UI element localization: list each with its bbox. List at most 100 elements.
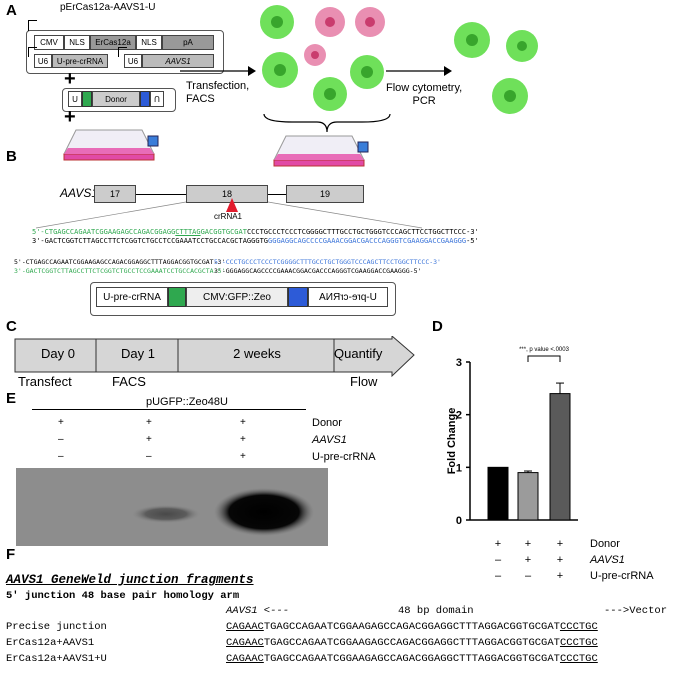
junction-row-1-label: ErCas12a+AAVS1: [6, 637, 95, 649]
arrow-flow: [386, 66, 452, 76]
y-tick-label-2: 2: [456, 410, 462, 422]
donor-u-right: U: [150, 91, 164, 107]
culture-flask-icon-2: [273, 135, 369, 167]
panel-label-c: C: [6, 318, 17, 335]
mixed-cells-icon: [260, 5, 385, 111]
cmv-box: CMV: [34, 35, 64, 50]
brace-icon: [263, 113, 391, 133]
exon-17: 17: [94, 185, 136, 203]
construct-u-right: U-pre-crRNA: [308, 287, 388, 307]
gel-row-label-2: U-pre-crRNA: [312, 451, 376, 463]
promoter-arrow-icon: [28, 20, 37, 31]
plasmid-title: pErCas12a-AAVS1-U: [60, 2, 156, 13]
gel-title: pUGFP::Zeo48U: [146, 396, 228, 408]
construct-gfp: CMV:GFP::Zeo: [186, 287, 288, 307]
timeline-below-4: Flow: [350, 374, 378, 389]
junction-row-1-seq: CAGAACTGAGCCAGAATCGGAAGAGCCAGACGGAGGCTTT…: [226, 637, 598, 649]
significance-bracket: [527, 355, 561, 362]
arrow-transfection: [180, 66, 256, 76]
construct-blue-arm: [288, 287, 308, 307]
gel-sign-r1-c1: +: [146, 434, 152, 445]
gel-sign-r0-c2: +: [240, 417, 246, 428]
u6-box-1: U6: [34, 54, 52, 68]
row-label-1: AAVS1: [589, 554, 625, 566]
junction-header-left: AAVS1 <---: [226, 605, 290, 617]
bottom-strand-seq: 3'-GACTCGGTCTTAGCCTTCTCGGTCTGCCTCCGAAATC…: [32, 237, 479, 245]
gel-sign-r2-c1: –: [146, 451, 152, 462]
construct-u-left: U-pre-crRNA: [96, 287, 168, 307]
gel-sign-r2-c0: –: [58, 451, 64, 462]
gel-row-label-1: AAVS1: [312, 434, 347, 446]
sign-r0-c2: +: [557, 538, 563, 550]
significance-label: ***, p value <.0003: [519, 347, 570, 353]
donor-outline: [62, 88, 176, 112]
donor-u-left: U: [68, 91, 82, 107]
sign-r2-c2: +: [557, 570, 563, 582]
timeline-below-2: FACS: [112, 374, 146, 389]
bar-0: [487, 466, 509, 521]
timeline-step-3: 2 weeks: [233, 346, 281, 361]
aavs1-box: AAVS1: [142, 54, 214, 68]
u6-box-2: U6: [124, 54, 142, 68]
timeline-step-2: Day 1: [121, 346, 155, 361]
timeline-below-1: Transfect: [18, 374, 72, 389]
exon-19: 19: [286, 185, 364, 203]
y-tick-label-1: 1: [456, 462, 462, 474]
promoter-arrow-icon-2: [28, 47, 37, 57]
left-arm-bottom-seq: 3'-GACTCGGTCTTAGCCTTCTCGGTCTGCCTCCGAAATC…: [14, 267, 226, 275]
cut-label: crRNA1: [214, 212, 243, 221]
junction-row-2-seq: CAGAACTGAGCCAGAATCGGAAGAGCCAGACGGAGGCTTT…: [226, 653, 598, 665]
bar-1: [517, 472, 539, 521]
arrow-flow-label: Flow cytometry, PCR: [386, 82, 463, 107]
green-arm-block: [82, 91, 92, 107]
plasmid-outline: [26, 30, 224, 74]
construct-green-arm: [168, 287, 186, 307]
plus-sign-1: +: [64, 68, 76, 90]
panel-label-b: B: [6, 148, 17, 165]
zoom-lines: [35, 201, 423, 229]
junction-header-right: --->Vector: [604, 605, 668, 617]
sign-r0-c0: +: [495, 538, 501, 550]
left-arm-top-seq: 5'-CTGAGCCAGAATCGGAAGAGCCAGACGGAGGCTTTAG…: [14, 258, 226, 266]
exon-18: 18: [186, 185, 268, 203]
sign-r1-c2: +: [557, 554, 563, 566]
sign-r1-c1: +: [525, 554, 531, 566]
gel-title-line: [32, 409, 306, 410]
panel-label-f: F: [6, 546, 16, 563]
blue-arm-block: [140, 91, 150, 107]
row-label-2: U-pre-crRNA: [590, 570, 654, 582]
right-arm-bottom-seq: 3'-GGGAGGCAGCCCCGAAACGGACGACCCAGGGTCGAAG…: [214, 267, 422, 275]
ercas12a-box: ErCas12a: [90, 35, 136, 50]
gene-label: AAVS1: [60, 186, 99, 200]
gel-row-label-0: Donor: [312, 417, 342, 429]
timeline-step-4: Quantify: [334, 346, 383, 361]
timeline-arrow: [14, 336, 415, 378]
arrow-transfection-label: Transfection, FACS: [186, 80, 250, 105]
top-strand-seq: 5'-CTGAGCCAGAATCGGAAGAGCCAGACGGAGGCTTTAG…: [32, 228, 479, 236]
gel-image: [16, 468, 328, 546]
gel-sign-r2-c2: +: [240, 451, 246, 462]
promoter-arrow-icon-3: [118, 47, 127, 57]
junction-subtitle: 5' junction 48 base pair homology arm: [6, 590, 240, 602]
junction-row-0-seq: CAGAACTGAGCCAGAATCGGAAGAGCCAGACGGAGGCTTT…: [226, 621, 598, 633]
right-arm-top-seq: 5'-CCCTGCCCTCCCTCGGGGCTTTGCCTGCTGGGTCCCA…: [214, 258, 441, 266]
gel-sign-r0-c0: +: [58, 417, 64, 428]
cut-site-icon: [226, 198, 238, 212]
u-pre-crrna-box: U-pre-crRNA: [52, 54, 108, 68]
gel-sign-r1-c2: +: [240, 434, 246, 445]
sign-r2-c1: –: [525, 570, 532, 582]
pa-box: pA: [162, 35, 214, 50]
row-label-0: Donor: [590, 538, 620, 550]
nls-box-2: NLS: [136, 35, 162, 50]
construct-outline: [90, 282, 396, 316]
sign-r0-c1: +: [525, 538, 531, 550]
sign-r2-c0: –: [495, 570, 502, 582]
gel-sign-r1-c0: –: [58, 434, 64, 445]
panel-label-a: A: [6, 2, 17, 19]
timeline-step-1: Day 0: [41, 346, 75, 361]
junction-title: AAVS1 GeneWeld junction fragments: [6, 573, 254, 587]
junction-row-2-label: ErCas12a+AAVS1+U: [6, 653, 107, 665]
nls-box-1: NLS: [64, 35, 90, 50]
gel-sign-r0-c1: +: [146, 417, 152, 428]
